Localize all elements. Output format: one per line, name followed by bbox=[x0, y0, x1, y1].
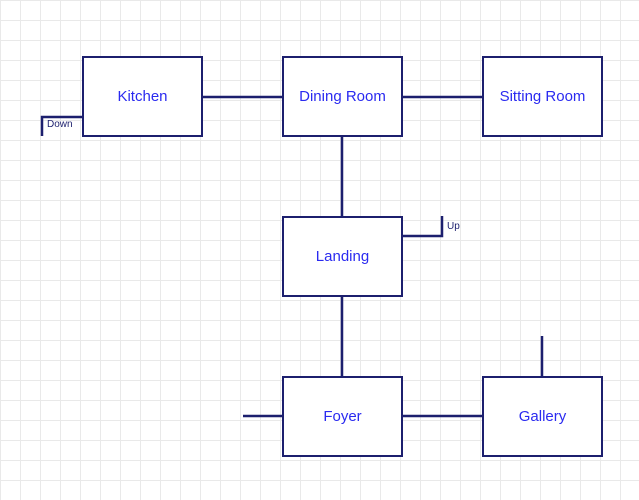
room-gallery[interactable]: Gallery bbox=[482, 376, 603, 457]
stair-down-label: Down bbox=[47, 119, 73, 130]
room-label: Kitchen bbox=[117, 88, 168, 105]
stair-down-marker bbox=[40, 115, 82, 136]
stair-up-marker bbox=[402, 216, 444, 238]
room-label: Gallery bbox=[518, 408, 567, 425]
room-sitting-room[interactable]: Sitting Room bbox=[482, 56, 603, 137]
room-kitchen[interactable]: Kitchen bbox=[82, 56, 203, 137]
room-dining-room[interactable]: Dining Room bbox=[282, 56, 403, 137]
room-foyer[interactable]: Foyer bbox=[282, 376, 403, 457]
room-label: Landing bbox=[315, 248, 370, 265]
room-landing[interactable]: Landing bbox=[282, 216, 403, 297]
room-label: Dining Room bbox=[299, 88, 386, 105]
room-label: Foyer bbox=[323, 408, 362, 425]
stair-up-label: Up bbox=[447, 221, 460, 232]
room-label: Sitting Room bbox=[499, 88, 586, 105]
